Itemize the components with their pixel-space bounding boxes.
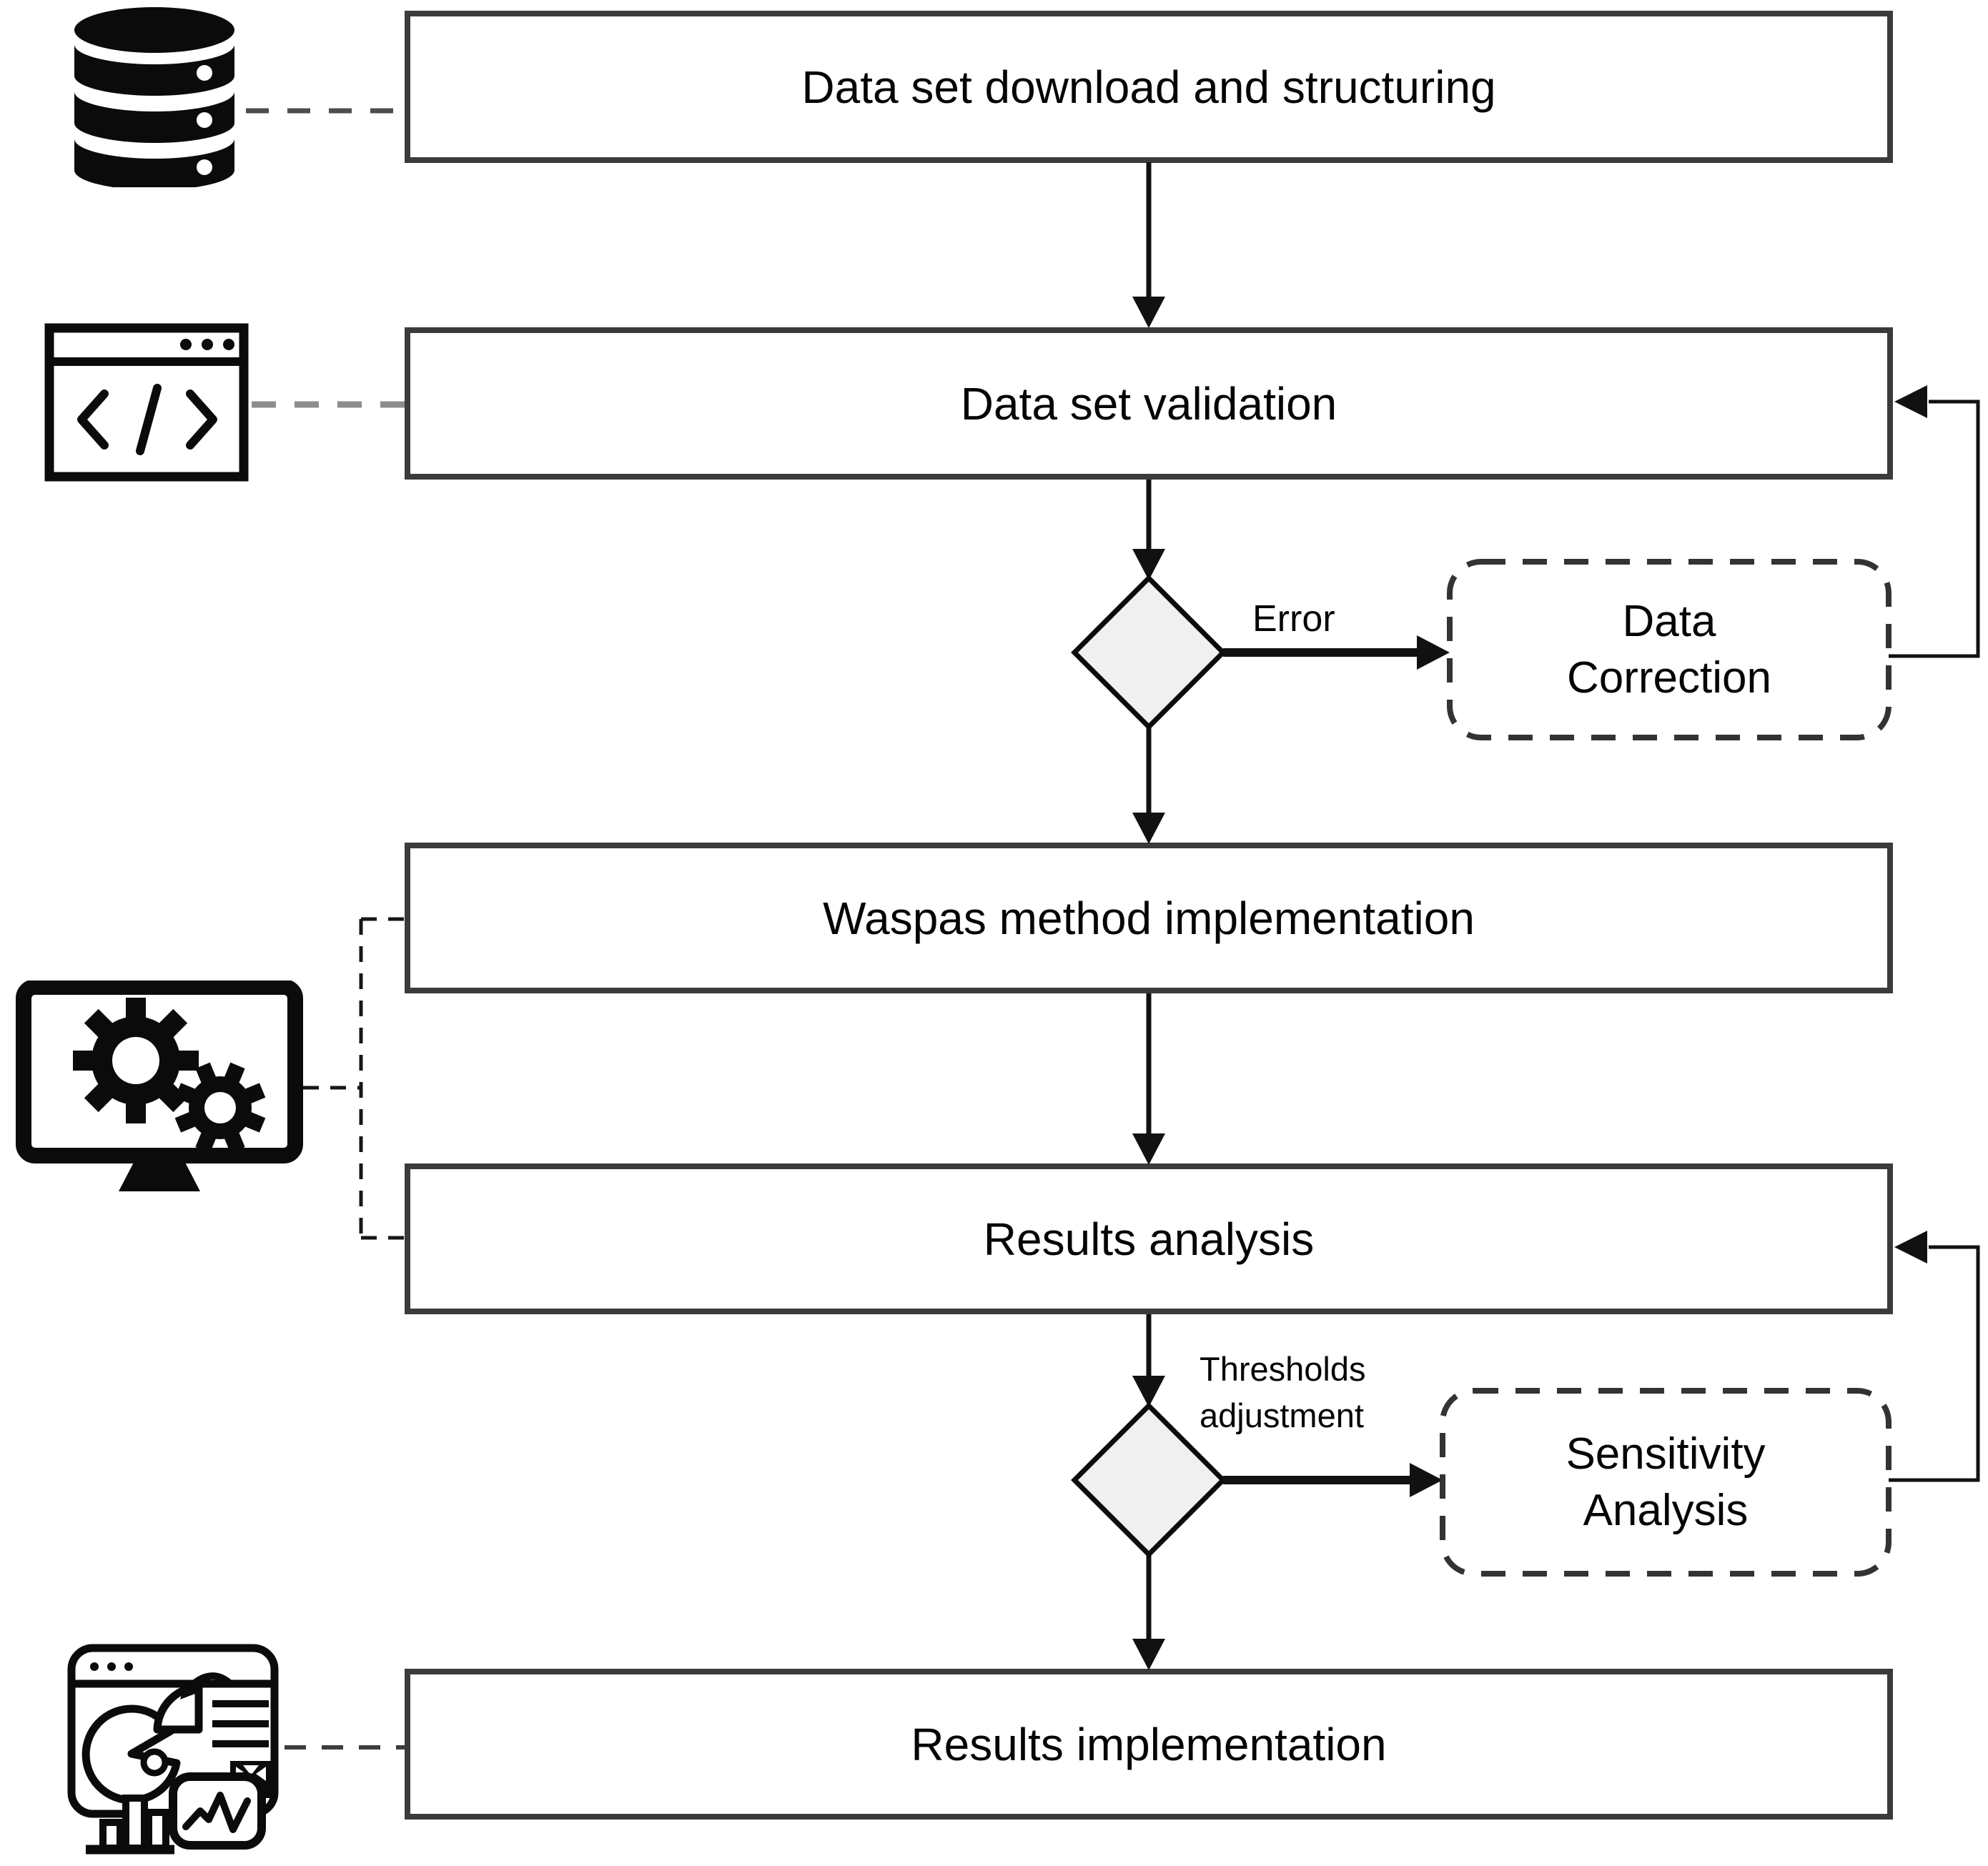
- line-chart-glyph: [169, 1772, 266, 1850]
- arrowhead-loop-correction: [1894, 385, 1927, 418]
- report-text-lines: [212, 1700, 269, 1747]
- gear-large: [73, 998, 199, 1123]
- arrowhead-error-branch: [1417, 635, 1450, 670]
- database-icon: [69, 4, 240, 190]
- sensitivity-analysis-label: Sensitivity Analysis: [1566, 1429, 1766, 1535]
- dashboard-report-icon: [66, 1641, 302, 1862]
- bar-chart-glyph: [86, 1795, 174, 1855]
- flow-box-results-implementation: Results implementation: [405, 1669, 1893, 1820]
- loop-correction-to-validation: [1889, 399, 1980, 658]
- thresholds-edge-label: Thresholds adjustment: [1200, 1350, 1366, 1434]
- pie-chart-glyph: [81, 1672, 232, 1805]
- flow-box-results-analysis: Results analysis: [405, 1163, 1893, 1314]
- data-correction-label: Data Correction: [1567, 596, 1771, 703]
- arrowhead-thresholds-branch: [1410, 1463, 1443, 1497]
- monitor-gears-icon: [16, 979, 303, 1195]
- error-edge-label: Error: [1252, 598, 1335, 640]
- dashed-connector-monitor: [303, 917, 405, 1240]
- gear-small: [174, 1062, 266, 1153]
- decision-diamond-validation: [1071, 575, 1227, 730]
- flow-box-download: Data set download and structuring: [405, 11, 1893, 163]
- flow-box-validation: Data set validation: [405, 327, 1893, 480]
- arrowhead-loop-sensitivity: [1894, 1231, 1927, 1264]
- flow-box-waspas: Waspas method implementation: [405, 843, 1893, 993]
- loop-sensitivity-to-analysis: [1889, 1245, 1980, 1482]
- code-window-icon: [44, 323, 249, 482]
